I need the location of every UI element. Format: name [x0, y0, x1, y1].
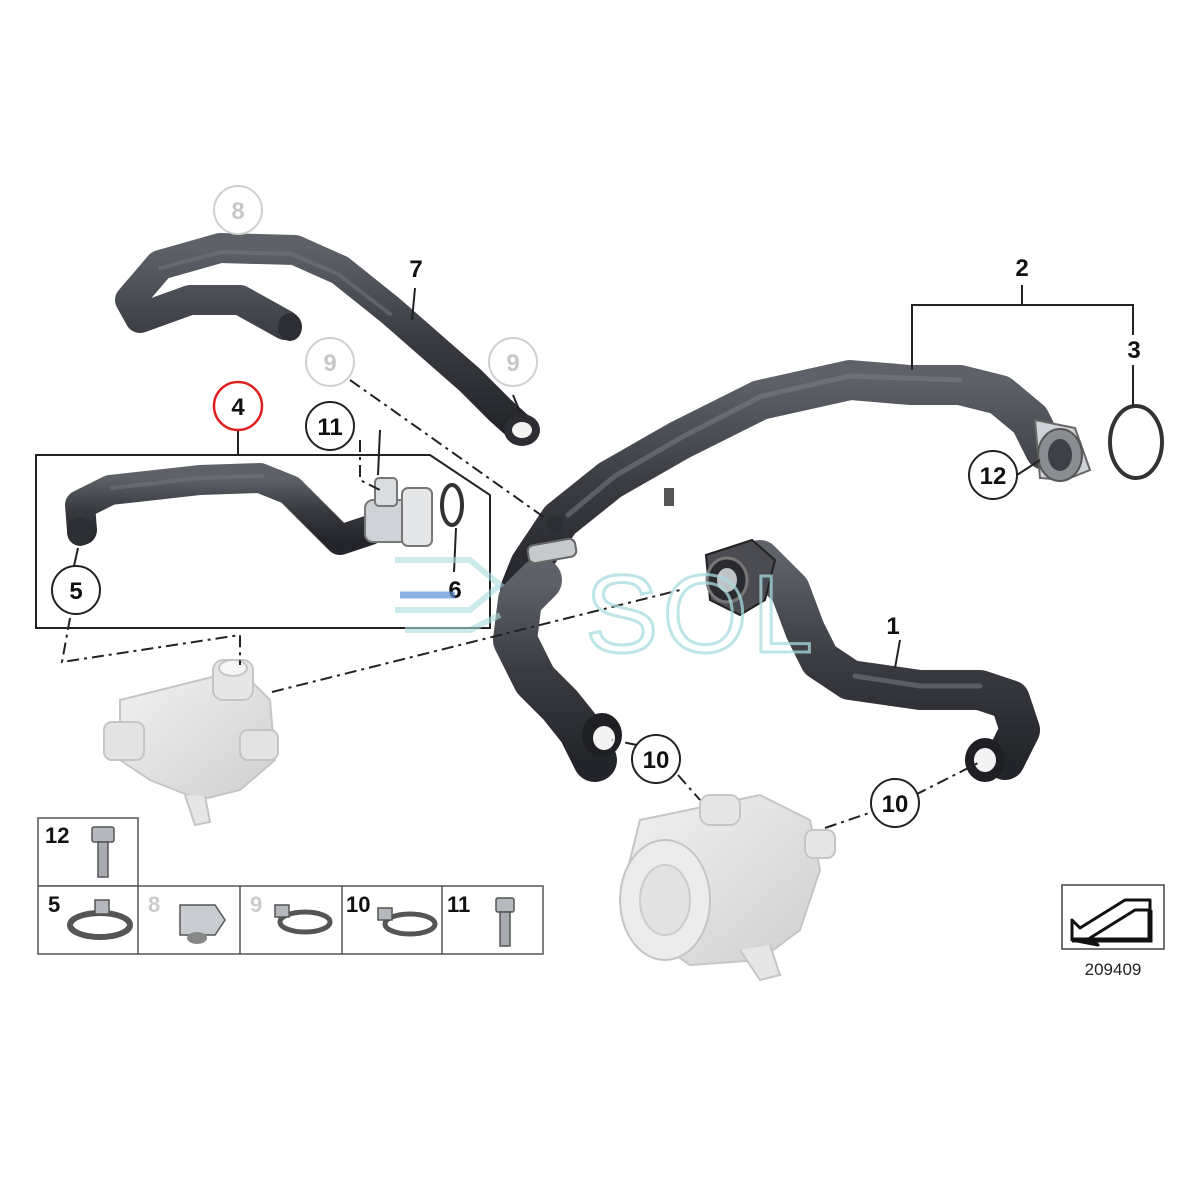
- svg-text:10: 10: [882, 791, 909, 818]
- hose-7: [115, 233, 540, 446]
- svg-text:4: 4: [231, 394, 245, 421]
- parts-legend: 12 5 8 9: [37, 817, 544, 955]
- svg-text:9: 9: [250, 892, 262, 917]
- svg-text:10: 10: [643, 747, 670, 774]
- callout-11: 11: [305, 401, 355, 451]
- svg-text:8: 8: [148, 892, 160, 917]
- callout-6: 6: [448, 577, 461, 604]
- hose-2: [493, 360, 1065, 782]
- hose-1: [704, 538, 1040, 782]
- legend-cell-12: 12: [45, 823, 115, 878]
- svg-text:12: 12: [45, 823, 69, 848]
- svg-text:5: 5: [48, 892, 60, 917]
- callout-7: 7: [409, 256, 422, 283]
- direction-arrow-box: 209409: [1061, 884, 1165, 979]
- legend-cell-9: 9: [250, 892, 333, 935]
- legend-cell-8: 8: [148, 892, 226, 944]
- svg-text:6: 6: [448, 577, 461, 604]
- svg-text:10: 10: [346, 892, 370, 917]
- callout-9-right: 9: [488, 337, 538, 387]
- callout-9-left: 9: [305, 337, 355, 387]
- svg-text:7: 7: [409, 256, 422, 283]
- callout-10-left: 10: [631, 734, 681, 784]
- svg-text:9: 9: [323, 350, 336, 377]
- callout-12: 12: [968, 450, 1018, 500]
- water-pump-ghost: [619, 793, 836, 982]
- legend-cell-5: 5: [48, 892, 133, 940]
- o-ring-3: [1108, 404, 1164, 480]
- svg-text:11: 11: [317, 414, 342, 441]
- svg-text:5: 5: [69, 578, 82, 605]
- callout-2: 2: [1015, 255, 1028, 282]
- callout-8: 8: [213, 185, 263, 235]
- bracket-2: [911, 285, 1134, 370]
- callout-10-right: 10: [870, 778, 920, 828]
- callout-3: 3: [1127, 337, 1140, 364]
- hose-4-connector: [364, 477, 433, 547]
- svg-text:SOL: SOL: [585, 553, 817, 676]
- callout-1: 1: [886, 613, 899, 640]
- flange-12: [1033, 418, 1092, 482]
- bolt-icon: [495, 897, 515, 947]
- callout-4: 4: [212, 380, 264, 432]
- hose-clamp-icon: [67, 899, 133, 940]
- legend-cell-10: 10: [346, 892, 438, 937]
- bracket-box-4: [35, 454, 491, 629]
- svg-text:8: 8: [231, 198, 244, 225]
- watermark: SOL: [395, 552, 817, 678]
- svg-text:9: 9: [506, 350, 519, 377]
- svg-text:1: 1: [886, 613, 899, 640]
- svg-text:3: 3: [1127, 337, 1140, 364]
- bolt-icon: [91, 826, 115, 878]
- svg-text:11: 11: [447, 892, 470, 917]
- clip-icon: [179, 904, 226, 944]
- svg-text:2: 2: [1015, 255, 1028, 282]
- leader-lines: [73, 287, 1134, 669]
- o-ring-6: [440, 483, 464, 527]
- svg-text:12: 12: [980, 463, 1007, 490]
- hose-clamp-icon: [274, 904, 333, 935]
- hose-clamp-icon: [377, 907, 438, 937]
- dash-lines: [60, 379, 981, 829]
- document-id: 209409: [1085, 960, 1142, 979]
- thermostat-housing-ghost: [103, 659, 279, 827]
- hose-4: [65, 463, 385, 555]
- callout-5: 5: [51, 565, 101, 615]
- legend-cell-11: 11: [447, 892, 515, 947]
